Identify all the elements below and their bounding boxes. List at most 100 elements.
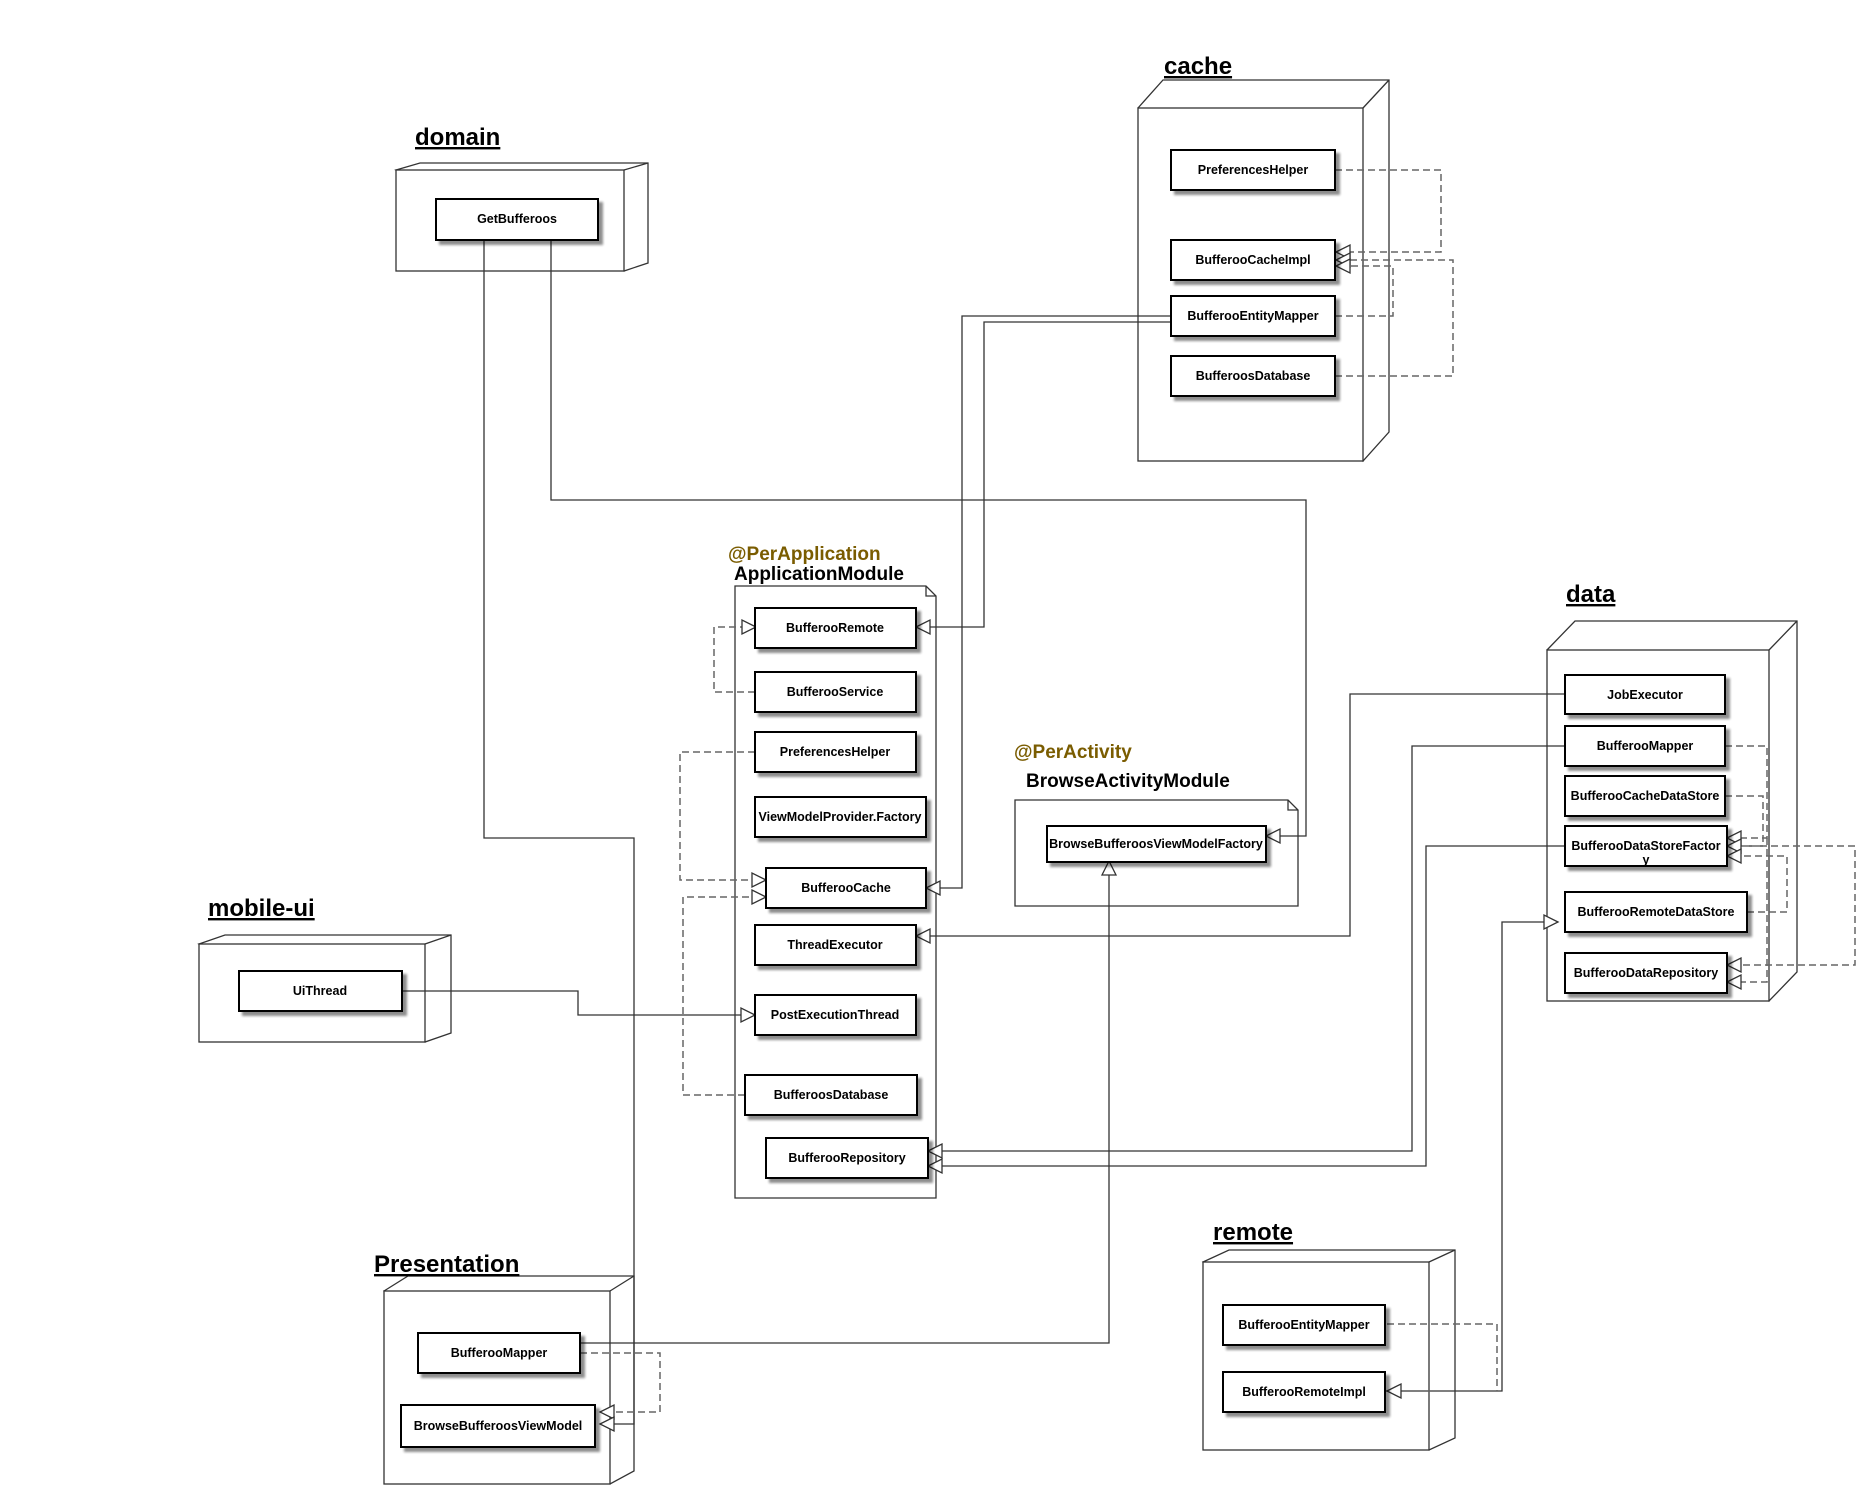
connector-datamapper-repository	[928, 745, 1565, 1152]
component-presentation-bufferoo-mapper: BufferooMapper	[451, 1346, 548, 1360]
component-box[interactable]	[744, 1074, 918, 1116]
connector-getbufferoos-browse-factory	[550, 240, 1307, 837]
components	[238, 149, 1748, 1448]
component-box[interactable]	[400, 1404, 596, 1448]
connector-cache-mapper-impl	[1335, 265, 1394, 317]
component-getbufferoos: GetBufferoos	[477, 212, 557, 226]
connector-data-mapper-factory	[1725, 745, 1768, 839]
component-box[interactable]	[1564, 725, 1726, 767]
component-box[interactable]	[754, 671, 917, 713]
component-box[interactable]	[1170, 295, 1336, 337]
arrowhead	[914, 618, 931, 636]
module-annotation: @PerApplication	[728, 544, 881, 565]
package-presentation: Presentation	[374, 1251, 635, 1485]
module-browse-activity: @PerActivity BrowseActivityModule	[1014, 742, 1299, 907]
component-box[interactable]	[1222, 1304, 1386, 1346]
component-box[interactable]	[1046, 825, 1267, 863]
component-box[interactable]	[1564, 891, 1748, 933]
component-bufferoo-cache: BufferooCache	[801, 881, 891, 895]
component-cache-data-store: BufferooCacheDataStore	[1571, 789, 1720, 803]
arrowhead	[1725, 847, 1742, 865]
component-browse-bufferoos-viewmodel: BrowseBufferoosViewModel	[414, 1419, 583, 1433]
component-box[interactable]	[417, 1332, 581, 1374]
connector-prefs-cache	[679, 751, 766, 881]
connector-presentation-browse-factory	[580, 874, 1110, 1344]
component-cache-entity-mapper: BufferooEntityMapper	[1187, 309, 1318, 323]
connector-remoteimpl-remotestore	[1386, 921, 1558, 1392]
arrowhead	[1264, 827, 1281, 845]
component-app-bufferoos-database: BufferoosDatabase	[774, 1088, 889, 1102]
component-box[interactable]	[754, 924, 917, 966]
package-title: cache	[1164, 53, 1232, 80]
arrowhead	[751, 871, 768, 889]
arrowhead	[1385, 1382, 1402, 1400]
component-box[interactable]	[754, 731, 917, 773]
connector-service-remote	[713, 626, 756, 693]
component-box[interactable]	[754, 994, 917, 1036]
connector-db-cache	[682, 896, 766, 1096]
component-bufferoo-remote-impl: BufferooRemoteImpl	[1242, 1385, 1366, 1399]
arrowhead	[1543, 913, 1560, 931]
connector-remote-mapper-impl	[1387, 1323, 1498, 1392]
connector-cache-db-impl	[1335, 259, 1454, 377]
package-remote: remote	[1201, 1219, 1456, 1451]
module-title: ApplicationModule	[734, 564, 904, 585]
component-data-repository: BufferooDataRepository	[1574, 966, 1719, 980]
connector-cache-bufferoocache	[926, 315, 1171, 889]
component-box[interactable]	[435, 198, 599, 241]
component-box[interactable]	[765, 867, 927, 909]
component-bufferoo-remote: BufferooRemote	[786, 621, 884, 635]
arrowhead	[1334, 257, 1351, 275]
arrowhead	[598, 1415, 615, 1433]
arrowhead	[1100, 859, 1118, 876]
component-remote-entity-mapper: BufferooEntityMapper	[1238, 1318, 1369, 1332]
package-title: remote	[1213, 1219, 1293, 1246]
component-app-preferences-helper: PreferencesHelper	[780, 745, 891, 759]
package-title: mobile-ui	[208, 895, 315, 922]
component-post-execution-thread: PostExecutionThread	[771, 1008, 900, 1022]
component-box[interactable]	[238, 970, 403, 1012]
component-box[interactable]	[765, 1137, 929, 1179]
arrowhead	[926, 1142, 943, 1160]
component-box[interactable]	[1564, 825, 1728, 867]
module-application: @PerApplication ApplicationModule	[728, 544, 937, 1199]
package-title: Presentation	[374, 1251, 519, 1278]
arrowhead	[924, 879, 941, 897]
component-browse-viewmodel-factory: BrowseBufferoosViewModelFactory	[1049, 837, 1263, 851]
component-data-bufferoo-mapper: BufferooMapper	[1597, 739, 1694, 753]
component-cache-bufferoos-database: BufferoosDatabase	[1196, 369, 1311, 383]
connector-getbufferoos-presentation	[483, 240, 635, 1425]
component-bufferoo-repository: BufferooRepository	[788, 1151, 905, 1165]
component-box[interactable]	[1170, 355, 1336, 397]
arrowheads	[598, 243, 1742, 1433]
connector-uithread-postexecution	[402, 990, 755, 1016]
connector-data-factory-repository	[1727, 845, 1856, 966]
component-box[interactable]	[1170, 239, 1336, 281]
component-box[interactable]	[754, 607, 917, 649]
component-box[interactable]	[1564, 775, 1726, 817]
component-box[interactable]	[1222, 1371, 1386, 1413]
connectors	[402, 169, 1856, 1425]
component-box[interactable]	[754, 796, 927, 838]
component-box[interactable]	[1170, 149, 1336, 191]
connector-jobexecutor-threadexecutor	[916, 693, 1565, 937]
connector-data-remotestore-factory	[1727, 855, 1788, 913]
component-data-store-factory-wrap: y	[1643, 853, 1650, 867]
connector-presentation-mapper-viewmodel	[580, 1352, 661, 1413]
component-ui-thread: UiThread	[293, 984, 347, 998]
component-remote-data-store: BufferooRemoteDataStore	[1578, 905, 1735, 919]
component-bufferoo-service: BufferooService	[787, 685, 884, 699]
package-domain: domain	[394, 124, 649, 272]
arrowhead	[926, 1157, 943, 1175]
component-box[interactable]	[1564, 952, 1728, 994]
component-box[interactable]	[1564, 674, 1726, 715]
module-annotation: @PerActivity	[1014, 742, 1132, 763]
component-job-executor: JobExecutor	[1607, 688, 1683, 702]
component-data-store-factory: BufferooDataStoreFactor	[1571, 839, 1720, 853]
connector-factory-repository	[928, 845, 1565, 1167]
package-title: domain	[415, 124, 500, 151]
arrowhead	[1725, 956, 1742, 974]
component-cache-preferences-helper: PreferencesHelper	[1198, 163, 1309, 177]
component-labels: GetBufferoos PreferencesHelper BufferooC…	[293, 163, 1735, 1433]
